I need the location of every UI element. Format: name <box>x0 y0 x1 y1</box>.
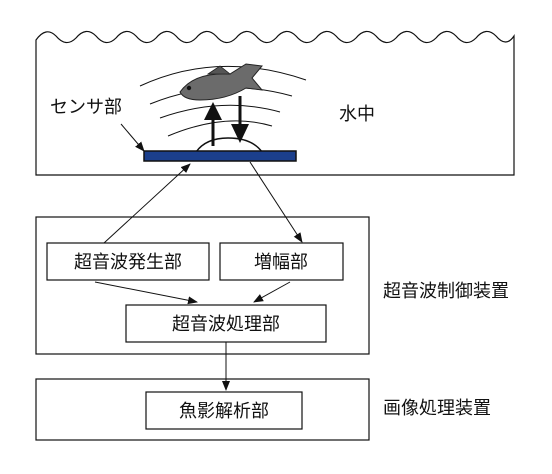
arrow-amplifier-to-processor <box>253 281 291 303</box>
sensor-pointer-line <box>120 123 145 152</box>
transmit-arrow-icon <box>204 102 222 146</box>
image-processing-device <box>35 378 370 441</box>
sensor-label: センサ部 <box>50 97 122 118</box>
sensor-bar <box>143 150 297 162</box>
echo-arrow-icon <box>231 96 249 143</box>
ultrasonic-generator-box <box>46 242 210 281</box>
fish-shadow-analyzer-box <box>145 391 303 430</box>
amplifier-label: 増幅部 <box>254 252 308 273</box>
arrow-generator-to-sensor <box>103 163 191 244</box>
image-processing-label: 画像処理装置 <box>383 398 491 419</box>
ultrasonic-processor-label: 超音波処理部 <box>172 314 280 335</box>
water-region <box>35 30 515 176</box>
wave-arc <box>159 104 281 119</box>
amplifier-box <box>219 242 344 281</box>
water-label: 水中 <box>339 104 375 125</box>
ultrasonic-processor-box <box>125 304 327 343</box>
arrow-generator-to-processor <box>94 281 198 305</box>
fish-shadow-analyzer-label: 魚影解析部 <box>179 401 269 422</box>
arrow-sensor-to-amplifier <box>249 161 303 243</box>
ultrasonic-generator-label: 超音波発生部 <box>74 252 182 273</box>
signal-flow-arrows <box>94 161 303 391</box>
fish-icon <box>179 63 264 101</box>
wave-arc <box>167 120 273 137</box>
ultrasonic-control-device <box>35 216 370 355</box>
sensor-dome <box>195 137 263 153</box>
ultrasonic-control-label: 超音波制御装置 <box>383 281 509 302</box>
